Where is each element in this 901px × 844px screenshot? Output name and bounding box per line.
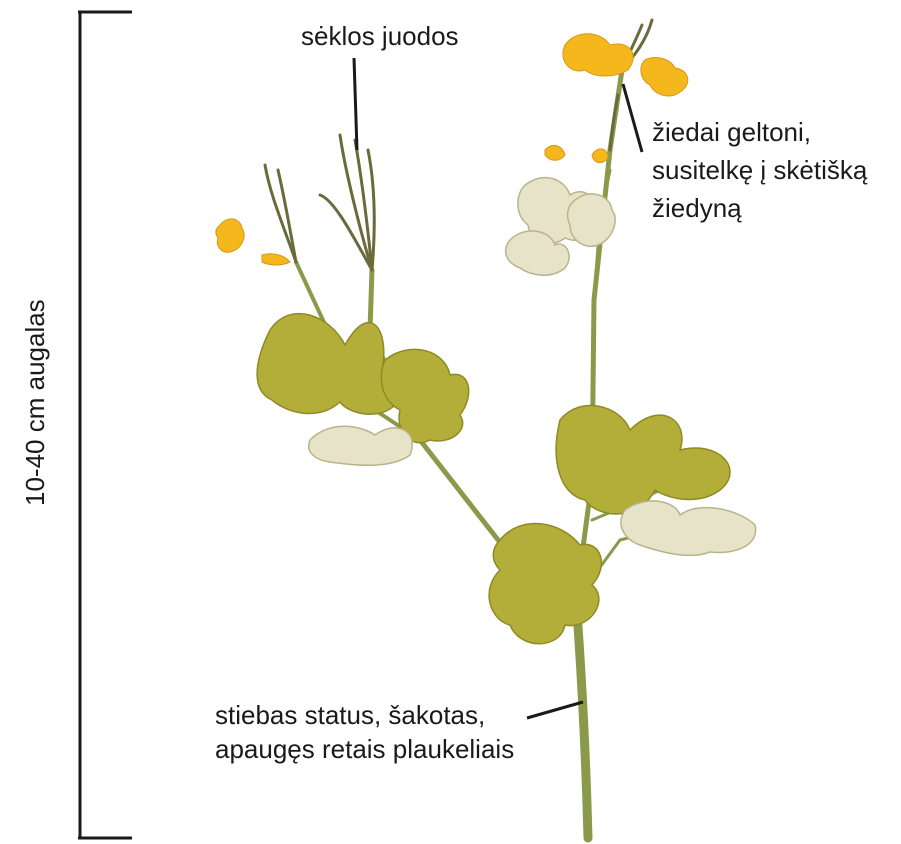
- height-bracket: [78, 12, 132, 838]
- flowers: [216, 34, 688, 265]
- stem-label-line1: stiebas status, šakotas,: [215, 699, 485, 731]
- flowers-label-line2: susitelkę į skėtišką: [652, 154, 867, 186]
- stem-label-line2: apaugęs retais plaukeliais: [215, 733, 514, 765]
- plant-leaves: [257, 178, 756, 644]
- seeds-label: sėklos juodos: [301, 20, 459, 52]
- height-label: 10-40 cm augalas: [19, 336, 51, 506]
- flowers-label-line3: žiedyną: [652, 192, 742, 224]
- flowers-label-line1: žiedai geltoni,: [652, 116, 811, 148]
